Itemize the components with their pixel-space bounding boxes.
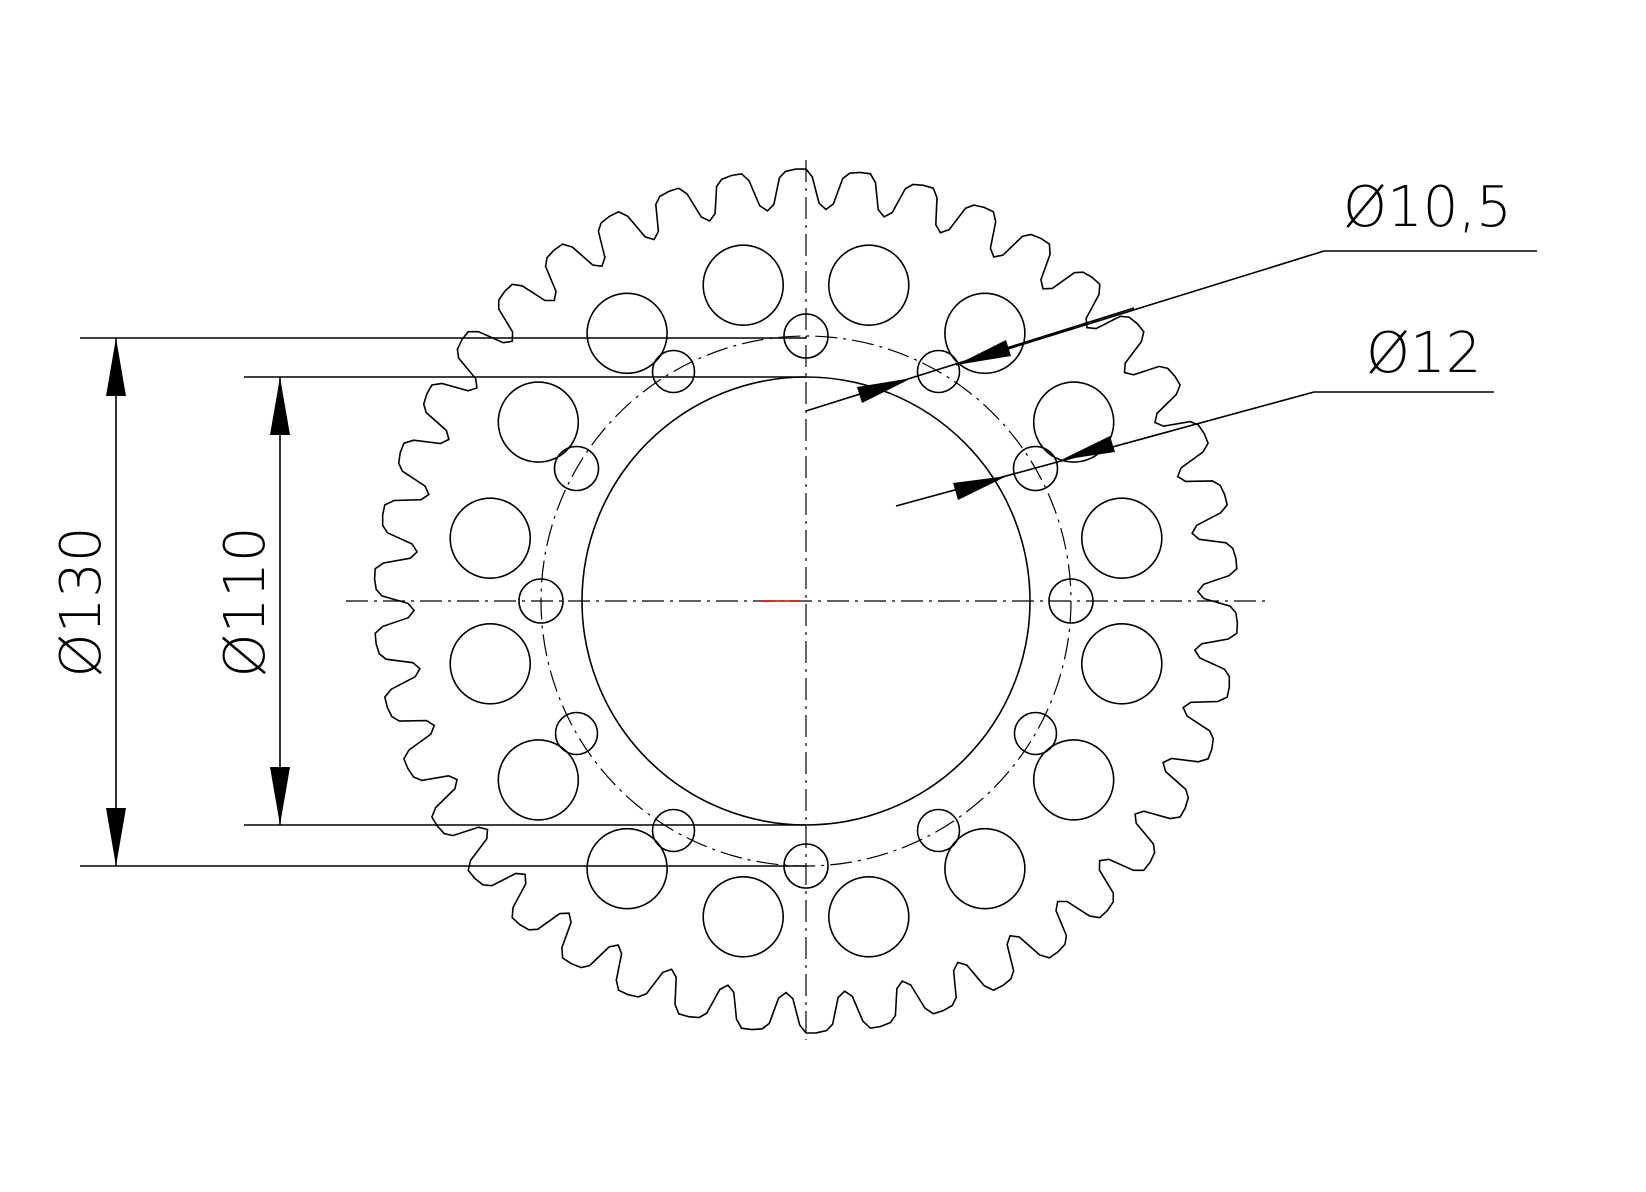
lightening-hole — [449, 622, 532, 705]
lightening-hole — [1032, 739, 1115, 821]
bolt-hole — [553, 445, 600, 492]
dimension-110-label: Ø110 — [213, 527, 278, 678]
lightening-hole — [1081, 622, 1163, 705]
lightening-hole — [497, 381, 580, 463]
bolt-hole — [1012, 445, 1059, 492]
bolt-hole — [651, 349, 696, 394]
lightening-hole — [702, 244, 785, 327]
lightening-hole — [944, 827, 1026, 910]
dimension-10-5-label: Ø10,5 — [1343, 175, 1512, 240]
lightening-hole — [1081, 497, 1163, 580]
dimension-12: Ø12 — [895, 321, 1494, 507]
lightening-hole — [702, 875, 785, 958]
dimension-10-5: Ø10,5 — [805, 175, 1537, 412]
lightening-hole — [586, 292, 668, 375]
lightening-hole — [944, 292, 1026, 375]
dimension-110: Ø110 — [213, 376, 806, 826]
bolt-hole — [1013, 711, 1058, 756]
lightening-hole — [497, 739, 580, 821]
bolt-hole — [554, 711, 599, 756]
bolt-hole — [518, 578, 564, 624]
bolt-hole — [916, 349, 961, 394]
lightening-hole — [1032, 381, 1115, 463]
lightening-hole — [827, 244, 910, 327]
dimension-12-label: Ø12 — [1366, 321, 1481, 386]
lightening-holes — [449, 244, 1163, 958]
lightening-hole — [586, 827, 668, 910]
dimension-130: Ø130 — [49, 337, 806, 867]
lightening-hole — [449, 497, 532, 580]
bolt-hole — [651, 808, 696, 853]
dimension-130-label: Ø130 — [49, 527, 114, 678]
bolt-hole — [916, 808, 961, 853]
lightening-hole — [827, 875, 910, 958]
